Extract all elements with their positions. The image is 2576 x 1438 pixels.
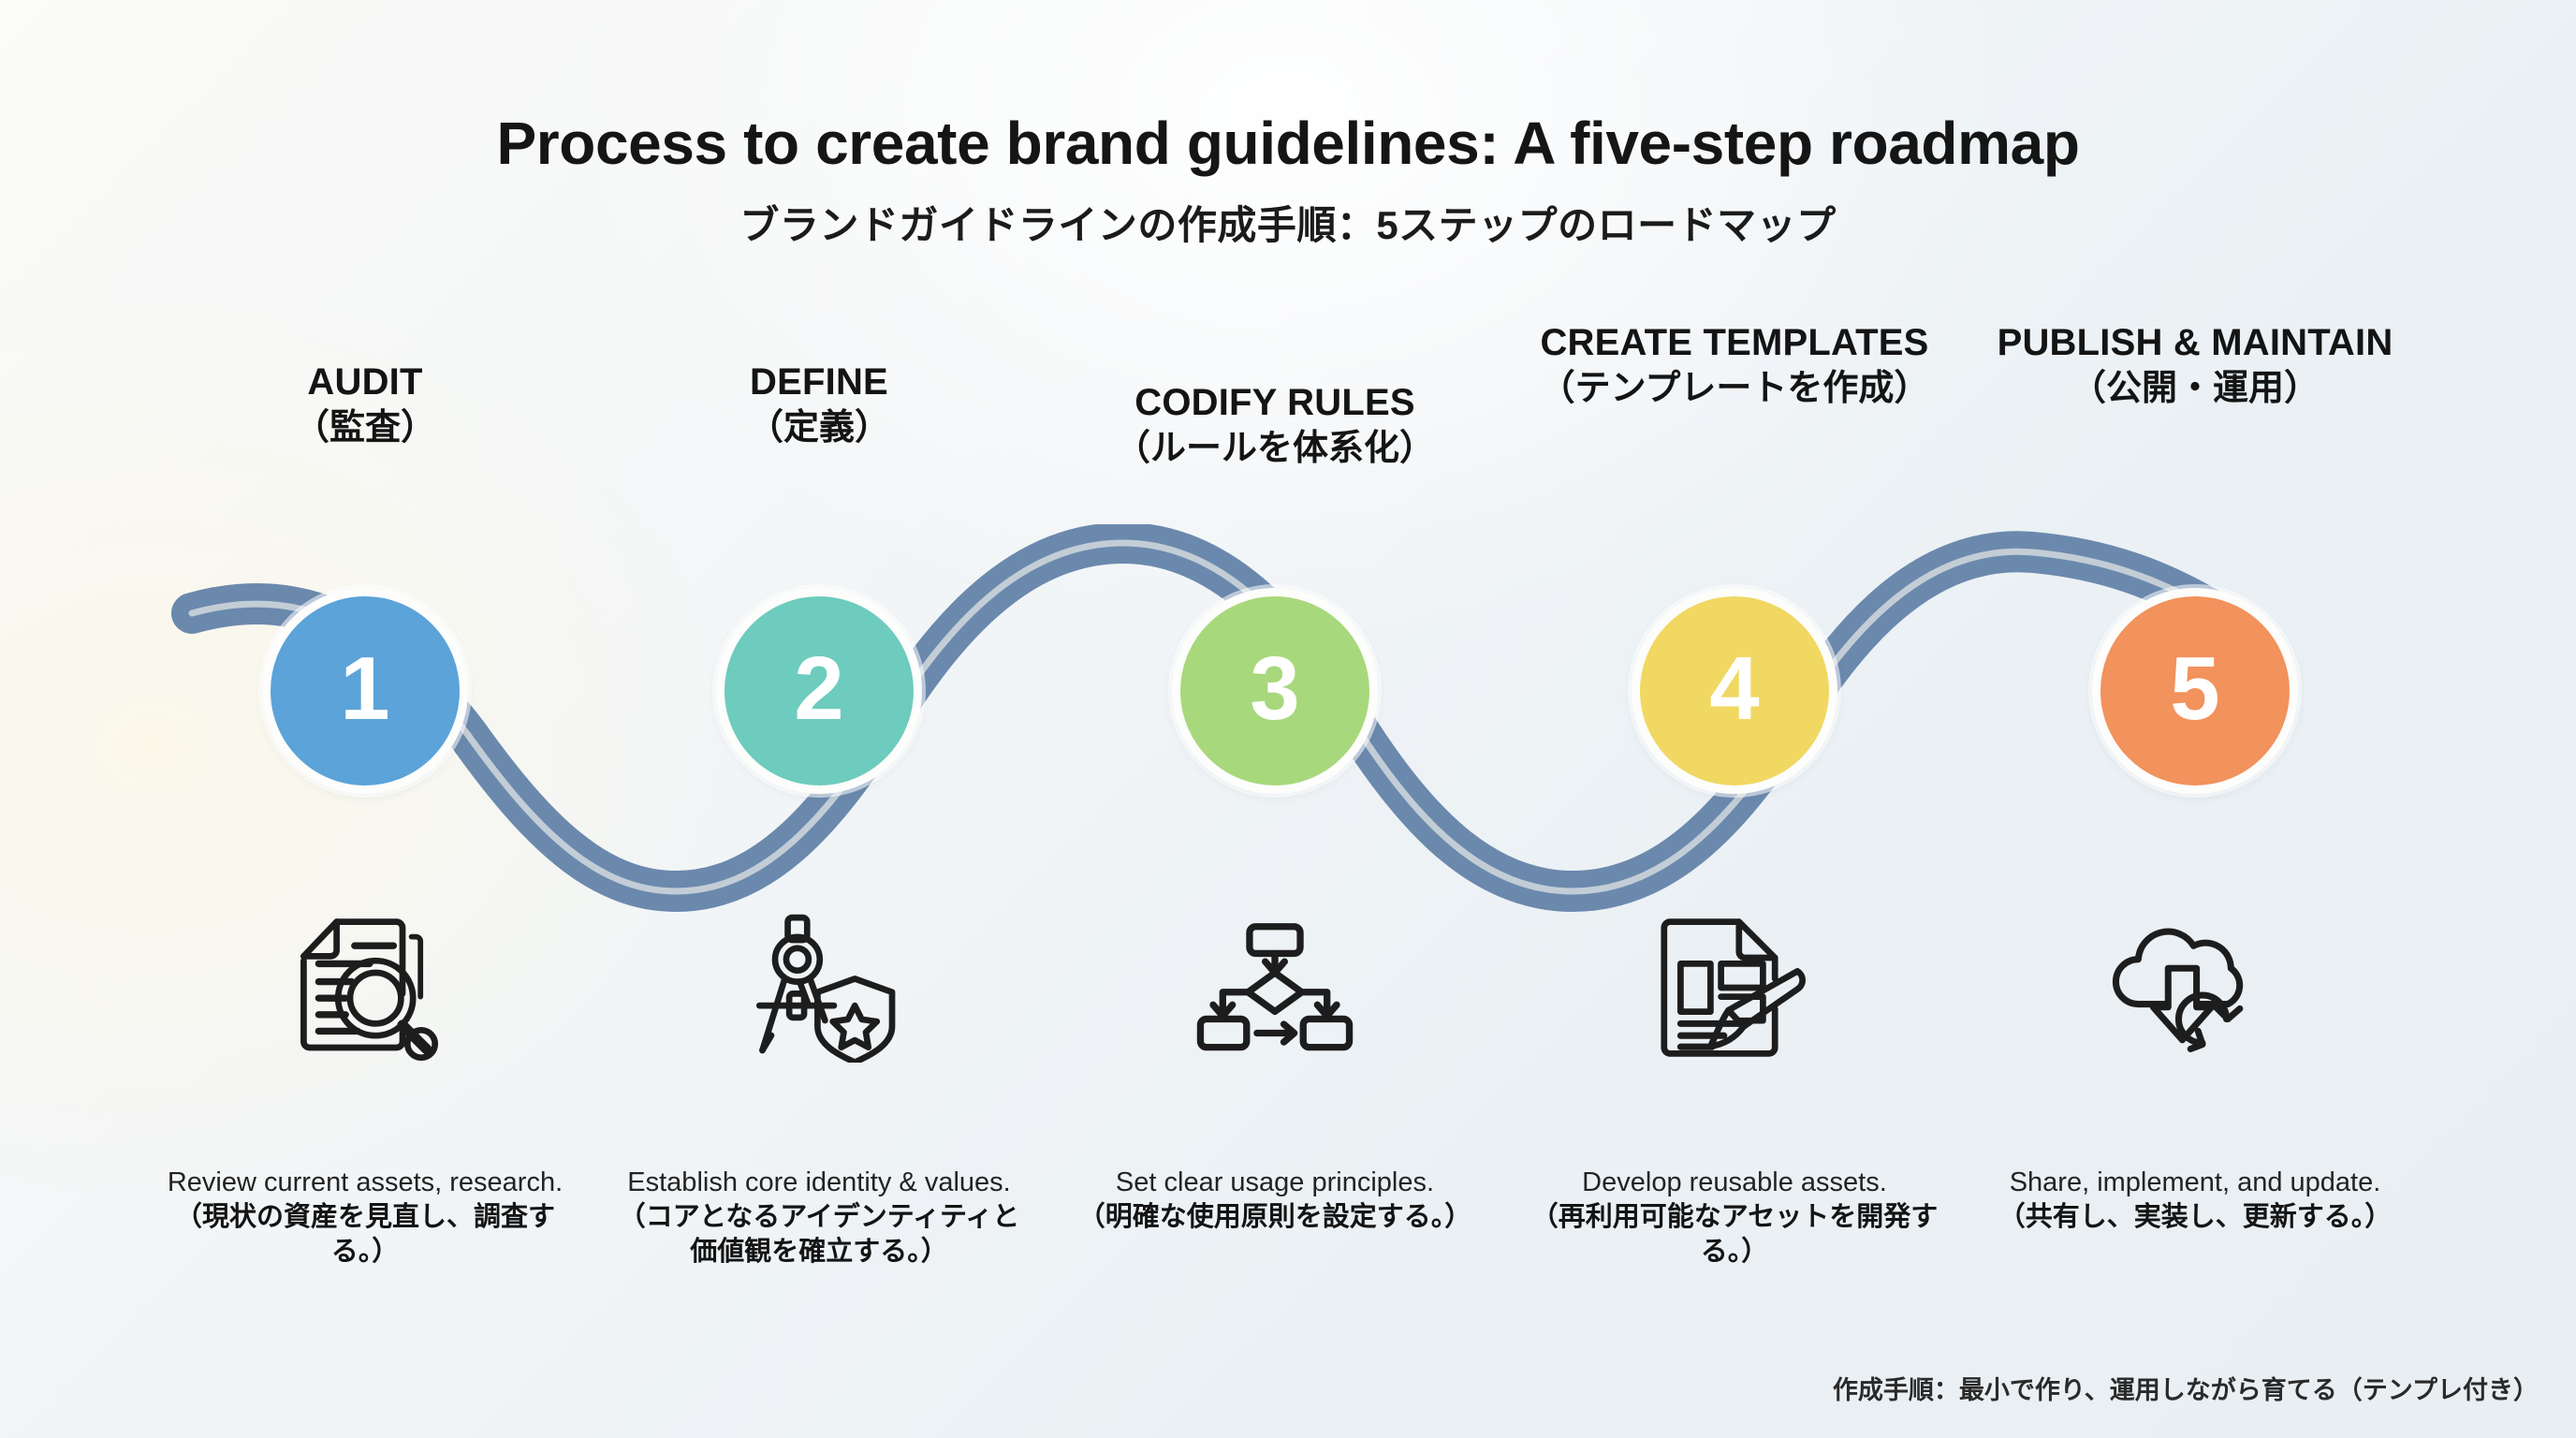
step-3[interactable]: CODIFY RULES （ルールを体系化） 3 — [1055, 0, 1495, 1438]
step-1-title-ja: （監査） — [293, 407, 436, 448]
step-2-circle[interactable]: 2 — [716, 588, 922, 794]
step-5-circle[interactable]: 5 — [2092, 588, 2298, 794]
step-5-title-en: PUBLISH & MAINTAIN — [1997, 322, 2393, 363]
step-2-caption: Establish core identity & values. （コアとなる… — [607, 1166, 1031, 1269]
page-subtitle: ブランドガイドラインの作成手順：5ステップのロードマップ — [739, 203, 1837, 248]
step-3-title-en: CODIFY RULES — [1134, 382, 1415, 423]
step-4-caption: Develop reusable assets. （再利用可能なアセットを開発す… — [1523, 1166, 1946, 1269]
step-1-caption: Review current assets, research. （現状の資産を… — [154, 1166, 577, 1269]
step-3-number: 3 — [1250, 638, 1300, 739]
step-1-title-en: AUDIT — [307, 361, 423, 403]
step-2-title-en: DEFINE — [750, 361, 888, 403]
step-3-caption-en: Set clear usage principles. — [1115, 1167, 1435, 1197]
page-title: Process to create brand guidelines: A fi… — [496, 110, 2080, 177]
step-4-title-en: CREATE TEMPLATES — [1540, 322, 1929, 363]
step-1-caption-en: Review current assets, research. — [167, 1167, 564, 1197]
step-2-caption-en: Establish core identity & values. — [627, 1167, 1011, 1197]
step-5-title-ja: （公開・運用） — [2070, 368, 2320, 408]
step-1-caption-ja: （現状の資産を見直し、調査する。） — [174, 1202, 555, 1268]
flowchart-icon — [1172, 913, 1378, 1063]
compass-shield-icon — [716, 913, 922, 1063]
step-5-heading: PUBLISH & MAINTAIN （公開・運用） — [1975, 322, 2415, 410]
step-2-title-ja: （定義） — [747, 407, 890, 448]
step-4[interactable]: CREATE TEMPLATES （テンプレートを作成） 4 — [1515, 0, 1954, 1438]
step-4-caption-en: Develop reusable assets. — [1582, 1167, 1887, 1197]
step-4-caption-ja: （再利用可能なアセットを開発する。） — [1530, 1202, 1939, 1268]
step-5-number: 5 — [2170, 638, 2220, 739]
step-5[interactable]: PUBLISH & MAINTAIN （公開・運用） 5 Share, impl… — [1975, 0, 2415, 1438]
header: Process to create brand guidelines: A fi… — [0, 110, 2576, 251]
step-3-title-ja: （ルールを体系化） — [1114, 428, 1435, 468]
step-4-heading: CREATE TEMPLATES （テンプレートを作成） — [1515, 322, 1954, 410]
step-5-caption: Share, implement, and update. （共有し、実装し、更… — [1983, 1166, 2407, 1235]
document-paintbrush-icon — [1632, 913, 1837, 1063]
footnote: 作成手順：最小で作り、運用しながら育てる（テンプレ付き） — [1832, 1376, 2539, 1404]
step-2-heading: DEFINE （定義） — [599, 361, 1039, 449]
step-4-title-ja: （テンプレートを作成） — [1539, 368, 1930, 408]
step-4-number: 4 — [1709, 638, 1760, 739]
cloud-download-sync-icon — [2092, 913, 2298, 1063]
step-1[interactable]: AUDIT （監査） 1 — [145, 0, 585, 1438]
step-3-circle[interactable]: 3 — [1172, 588, 1378, 794]
step-4-circle[interactable]: 4 — [1632, 588, 1837, 794]
step-5-caption-en: Share, implement, and update. — [2009, 1167, 2381, 1197]
document-magnifier-icon — [262, 913, 468, 1063]
step-1-heading: AUDIT （監査） — [145, 361, 585, 449]
step-2-number: 2 — [794, 638, 844, 739]
step-2[interactable]: DEFINE （定義） 2 — [599, 0, 1039, 1438]
step-1-circle[interactable]: 1 — [262, 588, 468, 794]
step-2-caption-ja: （コアとなるアイデンティティと価値観を確立する。） — [618, 1202, 1020, 1268]
step-1-number: 1 — [340, 638, 390, 739]
step-3-caption-ja: （明確な使用原則を設定する。） — [1077, 1202, 1472, 1233]
step-3-heading: CODIFY RULES （ルールを体系化） — [1055, 382, 1495, 470]
step-3-caption: Set clear usage principles. （明確な使用原則を設定す… — [1063, 1166, 1486, 1235]
step-5-caption-ja: （共有し、実装し、更新する。） — [1998, 1202, 2393, 1233]
